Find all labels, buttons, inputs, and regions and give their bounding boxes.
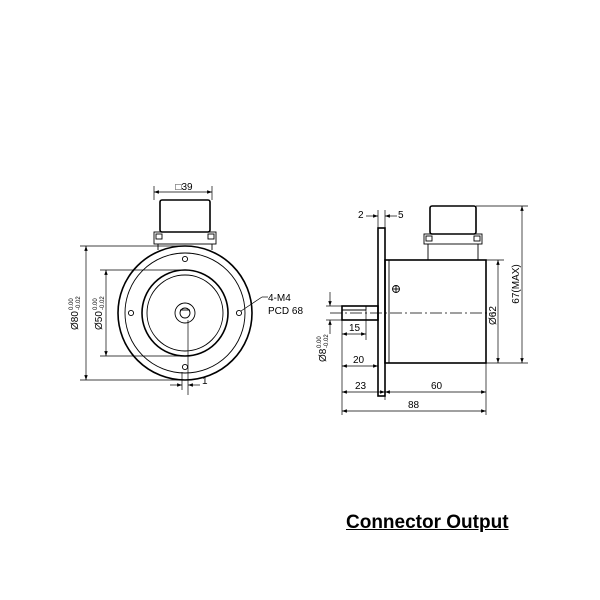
connector-side xyxy=(423,205,483,260)
shaft-tol-upper: 0.00 xyxy=(317,336,323,348)
shaft-len-label: 20 xyxy=(353,355,365,366)
side-body xyxy=(384,259,487,364)
front-view: □39 Ø80 0.00 -0.02 xyxy=(69,182,303,395)
dim-connector-width: □39 xyxy=(153,182,213,200)
connector-front xyxy=(153,199,217,250)
dim-shaft-len: 20 xyxy=(341,340,379,396)
screw-icon xyxy=(392,285,400,293)
flange-inner-circle xyxy=(124,252,246,374)
flat-len-label: 15 xyxy=(349,323,361,334)
hole-callout: 4-M4 PCD 68 xyxy=(240,293,303,317)
dim-height-max: 67(MAX) xyxy=(476,205,528,364)
pilot-tol-upper: 0.00 xyxy=(93,298,99,310)
pilot-dia-label: Ø50 xyxy=(94,311,105,330)
height-max-label: 67(MAX) xyxy=(511,264,522,303)
outer-dia-label: Ø80 xyxy=(70,311,81,330)
side-flange xyxy=(377,227,386,397)
mounting-holes xyxy=(127,255,243,371)
dim-total-len: 88 xyxy=(342,400,486,413)
shaft-dia-label: Ø8 xyxy=(318,348,329,362)
dim-flange: 2 5 xyxy=(358,210,404,228)
outer-flange-circle xyxy=(117,245,253,381)
side-view: 2 5 67(MAX) Ø62 Ø8 xyxy=(317,205,528,415)
caption: Connector Output xyxy=(346,512,509,533)
dim-offset: 1 xyxy=(170,372,208,390)
pcd-label: PCD 68 xyxy=(268,306,303,317)
dim-shaft-dia: Ø8 0.00 -0.02 xyxy=(317,292,342,362)
shaft-tol-lower: -0.02 xyxy=(324,334,330,348)
pilot-tol-lower: -0.02 xyxy=(100,296,106,310)
dim-body-dia: Ø62 xyxy=(486,259,504,363)
pilot-inner-circle xyxy=(146,274,224,352)
flange-right-label: 5 xyxy=(398,210,404,221)
dim-flat: 15 xyxy=(341,310,367,340)
shaft-hub-circle xyxy=(174,302,196,324)
shaft-circle xyxy=(179,307,191,319)
dim-pilot-dia: Ø50 0.00 -0.02 xyxy=(93,269,185,357)
body-len-label: 60 xyxy=(431,381,443,392)
dim-outer-dia: Ø80 0.00 -0.02 xyxy=(69,245,185,381)
pilot-circle xyxy=(141,269,229,357)
outer-tol-lower: -0.02 xyxy=(76,296,82,310)
flange-left-label: 2 xyxy=(358,210,364,221)
offset-label: 1 xyxy=(202,376,208,387)
connector-width-label: □39 xyxy=(175,182,193,193)
total-len-label: 88 xyxy=(408,400,420,411)
holes-label: 4-M4 xyxy=(268,293,291,304)
dim-front-body: 23 60 xyxy=(341,363,487,415)
outer-tol-upper: 0.00 xyxy=(69,298,75,310)
front-len-label: 23 xyxy=(355,381,367,392)
body-dia-label: Ø62 xyxy=(488,306,499,325)
